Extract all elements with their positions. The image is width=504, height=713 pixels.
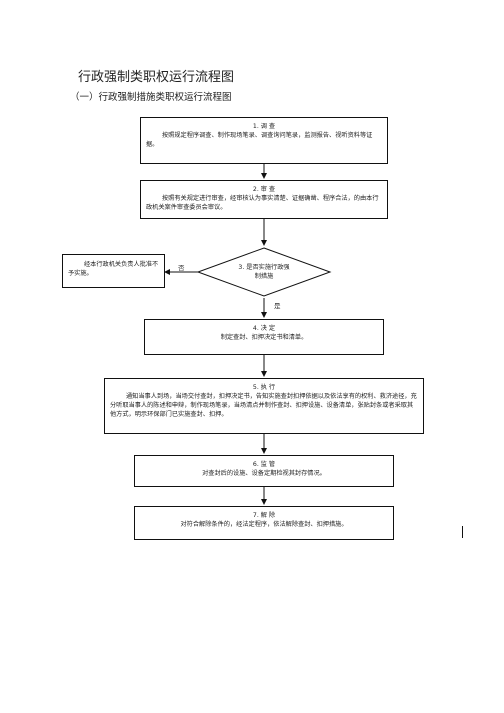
step-1-text: 按照规定程序调查、制作现场笔录、调查询问笔录，监测报告、视听资料等证据。 (146, 132, 373, 148)
side-box-no-action: 经本行政机关负责人批准不予实施。 (62, 254, 165, 288)
step-4-heading: 4. 决 定 (252, 325, 276, 332)
no-label: 否 (178, 264, 185, 272)
step-4-text: 制定查封、扣押决定书和清单。 (220, 334, 308, 341)
decision-label: 3. 是否实施行政强 制措施 (220, 263, 308, 281)
margin-mark (462, 526, 463, 538)
step-7-heading: 7. 解 除 (252, 512, 276, 519)
step-6-heading: 6. 监 管 (252, 461, 276, 468)
step-5-text: 通知当事人到场，当场交付查封，扣押决定书，告知实施查封扣押依据以及依法享有的权利… (110, 393, 417, 418)
decision-line-2: 制措施 (254, 273, 274, 280)
step-6-text: 对查封后的设施、设备定期检视其封存情况。 (202, 470, 326, 477)
step-2-box: 2. 审 查 按照有关规定进行审查，经审核认为事实清楚、证据确凿、程序合法，的由… (140, 180, 388, 219)
side-box-text: 经本行政机关负责人批准不予实施。 (68, 261, 159, 277)
decision-diamond (196, 247, 332, 297)
yes-label: 是 (274, 302, 281, 310)
step-2-text: 按照有关规定进行审查，经审核认为事实清楚、证据确凿、程序合法，的由本行政机关案件… (146, 195, 379, 211)
step-5-box: 5. 执 行 通知当事人到场，当场交付查封，扣押决定书，告知实施查封扣押依据以及… (104, 378, 424, 434)
step-4-box: 4. 决 定 制定查封、扣押决定书和清单。 (144, 319, 384, 355)
step-7-box: 7. 解 除 对符合解除条件的，经法定程序，依法解除查封、扣押措施。 (134, 506, 394, 540)
step-1-box: 1. 调 查 按照规定程序调查、制作现场笔录、调查询问笔录，监测报告、视听资料等… (140, 117, 388, 164)
page-title: 行政强制类职权运行流程图 (78, 70, 235, 85)
step-7-text: 对符合解除条件的，经法定程序，依法解除查封、扣押措施。 (180, 521, 348, 528)
step-5-heading: 5. 执 行 (252, 384, 276, 391)
page-subtitle: （一）行政强制措施类职权运行流程图 (70, 92, 232, 103)
step-6-box: 6. 监 管 对查封后的设施、设备定期检视其封存情况。 (134, 455, 394, 487)
decision-line-1: 3. 是否实施行政强 (238, 264, 290, 271)
step-2-heading: 2. 审 查 (252, 186, 276, 193)
step-1-heading: 1. 调 查 (252, 123, 276, 130)
